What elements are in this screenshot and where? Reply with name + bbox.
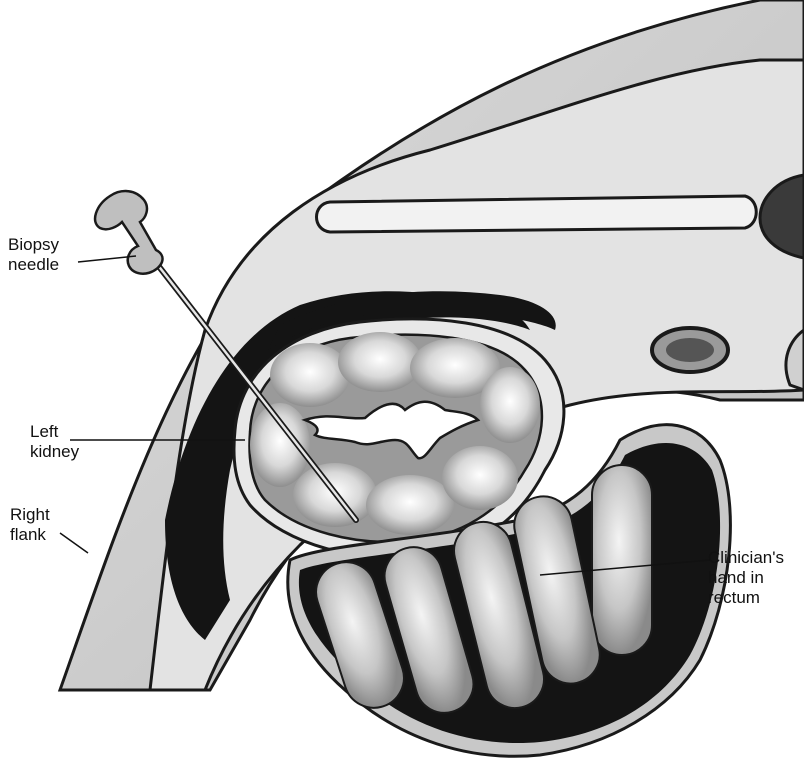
label-right-flank: Right flank [10, 505, 50, 545]
label-right-flank-line2: flank [10, 525, 50, 545]
label-clinicians-hand-line2: hand in [708, 568, 784, 588]
label-left-kidney-line2: kidney [30, 442, 79, 462]
label-biopsy-needle: Biopsy needle [8, 235, 59, 275]
label-right-flank-line1: Right [10, 505, 50, 525]
label-left-kidney: Left kidney [30, 422, 79, 462]
needle-hub [95, 191, 162, 274]
vessel-lumen [666, 338, 714, 362]
label-clinicians-hand: Clinician's hand in rectum [708, 548, 784, 608]
label-left-kidney-line1: Left [30, 422, 79, 442]
label-biopsy-needle-line2: needle [8, 255, 59, 275]
leader-right-flank [60, 533, 88, 553]
muscle-band [317, 196, 757, 232]
label-clinicians-hand-line1: Clinician's [708, 548, 784, 568]
label-biopsy-needle-line1: Biopsy [8, 235, 59, 255]
label-clinicians-hand-line3: rectum [708, 588, 784, 608]
